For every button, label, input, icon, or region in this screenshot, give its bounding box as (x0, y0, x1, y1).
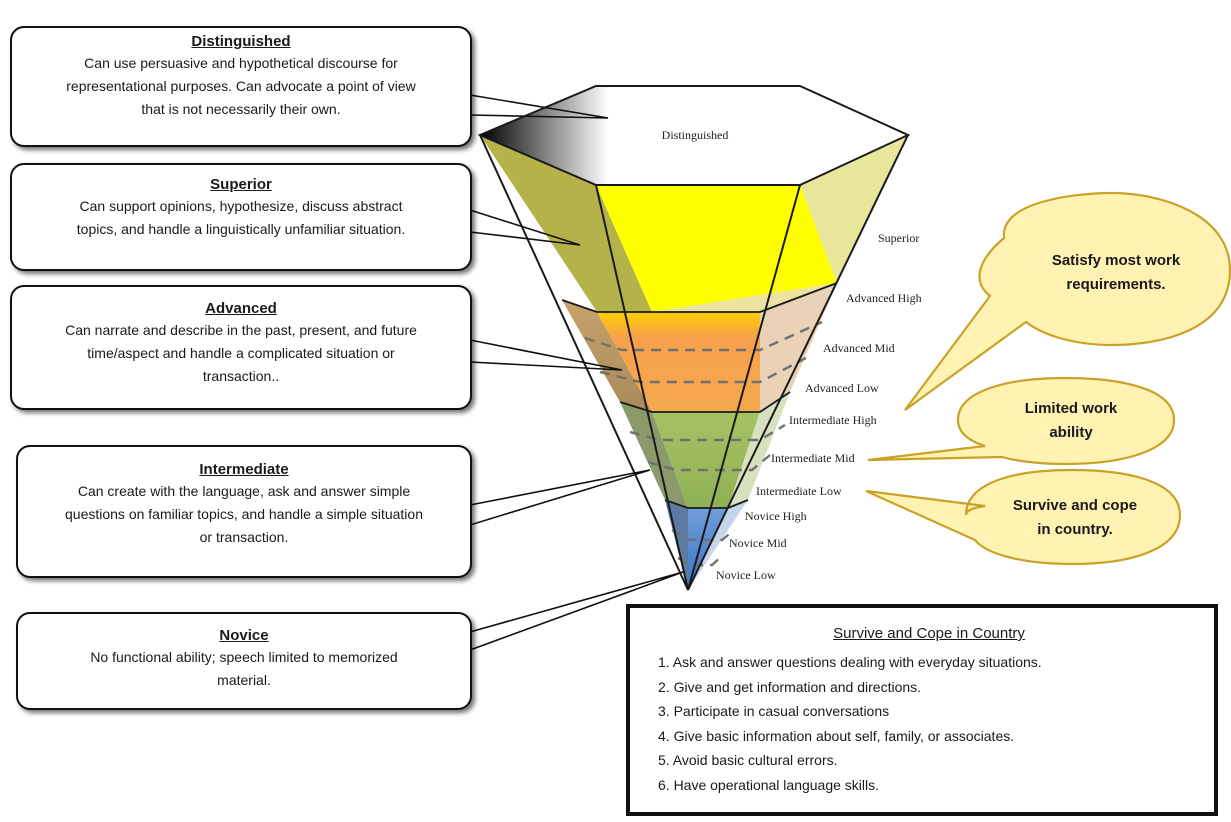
level-label-advanced-mid: Advanced Mid (823, 341, 895, 355)
survive-cope-list: 1. Ask and answer questions dealing with… (658, 650, 1200, 797)
level-label-advanced-low: Advanced Low (805, 381, 879, 395)
list-item: 3. Participate in casual conversations (658, 703, 890, 719)
connector-advanced (469, 339, 623, 371)
desc-box-distinguished: Distinguished Can use persuasive and hyp… (10, 26, 472, 147)
pyramid-top-face (477, 85, 911, 186)
list-item: 4. Give basic information about self, fa… (658, 727, 1015, 744)
desc-line: material. (217, 672, 271, 688)
list-item: 1. Ask and answer questions dealing with… (658, 654, 1042, 670)
callout-line: in country. (1037, 521, 1113, 538)
desc-line: time/aspect and handle a complicated sit… (87, 345, 395, 361)
desc-line: Can use persuasive and hypothetical disc… (84, 55, 398, 71)
callout-limited-work-shape (867, 376, 1176, 466)
callout-work-requirements-shape (904, 191, 1231, 411)
level-label-novice-high: Novice High (745, 509, 807, 523)
level-label-intermediate-high: Intermediate High (789, 413, 877, 427)
level-label-superior: Superior (878, 231, 919, 245)
desc-line: questions on familiar topics, and handle… (65, 506, 423, 522)
connector-novice (469, 571, 684, 651)
connector-intermediate (469, 469, 651, 526)
desc-box-advanced: Advanced Can narrate and describe in the… (10, 285, 472, 410)
desc-title-intermediate: Intermediate (199, 461, 289, 478)
desc-line: Can narrate and describe in the past, pr… (65, 322, 417, 338)
callout-bubbles (865, 191, 1231, 566)
callout-survive-cope-shape (865, 468, 1182, 566)
desc-box-novice: Novice No functional ability; speech lim… (16, 612, 472, 710)
desc-line: No functional ability; speech limited to… (90, 649, 398, 665)
callout-line: Limited work (1024, 400, 1118, 417)
level-label-novice-mid: Novice Mid (729, 536, 787, 550)
desc-line: transaction.. (202, 368, 280, 384)
callout-work-requirements: Satisfy most work requirements. (1018, 238, 1214, 308)
desc-line: topics, and handle a linguistically unfa… (76, 221, 406, 237)
survive-cope-box: Survive and Cope in Country 1. Ask and a… (626, 604, 1218, 816)
desc-title-advanced: Advanced (205, 300, 277, 317)
desc-box-superior: Superior Can support opinions, hypothesi… (10, 163, 472, 271)
connector-lines (469, 94, 684, 651)
callout-line: requirements. (1066, 276, 1166, 293)
level-labels: Superior Advanced High Advanced Mid Adva… (716, 231, 922, 582)
level-label-intermediate-mid: Intermediate Mid (771, 451, 855, 465)
callout-limited-work: Limited work ability (988, 393, 1154, 449)
callout-survive-cope: Survive and cope in country. (990, 490, 1160, 546)
desc-box-intermediate: Intermediate Can create with the languag… (16, 445, 472, 578)
callout-line: Satisfy most work (1051, 252, 1181, 269)
sub-level-dashed-lines (584, 320, 823, 567)
connector-distinguished (469, 94, 609, 119)
desc-line: or transaction. (199, 529, 289, 545)
desc-line: that is not necessarily their own. (141, 101, 341, 117)
callout-line: Survive and cope (1012, 497, 1138, 514)
list-item: 6. Have operational language skills. (658, 776, 880, 793)
desc-title-novice: Novice (219, 627, 269, 644)
level-label-intermediate-low: Intermediate Low (756, 484, 842, 498)
survive-cope-title: Survive and Cope in Country (833, 625, 1025, 642)
level-label-novice-low: Novice Low (716, 568, 776, 582)
band-separator-lines (561, 282, 838, 509)
desc-title-distinguished: Distinguished (191, 33, 291, 50)
pyramid-band-intermediate (620, 392, 790, 508)
desc-line: representational purposes. Can advocate … (66, 78, 416, 94)
pyramid-band-advanced (562, 283, 837, 412)
desc-line: Can create with the language, ask and an… (77, 483, 411, 499)
pyramid-top-label: Distinguished (662, 128, 729, 142)
list-item: 5. Avoid basic cultural errors. (658, 752, 838, 768)
desc-line: Can support opinions, hypothesize, discu… (79, 198, 403, 214)
connector-superior (469, 209, 581, 246)
level-label-advanced-high: Advanced High (846, 291, 922, 305)
desc-title-superior: Superior (210, 176, 272, 193)
callout-line: ability (1049, 424, 1093, 441)
list-item: 2. Give and get information and directio… (658, 678, 922, 695)
